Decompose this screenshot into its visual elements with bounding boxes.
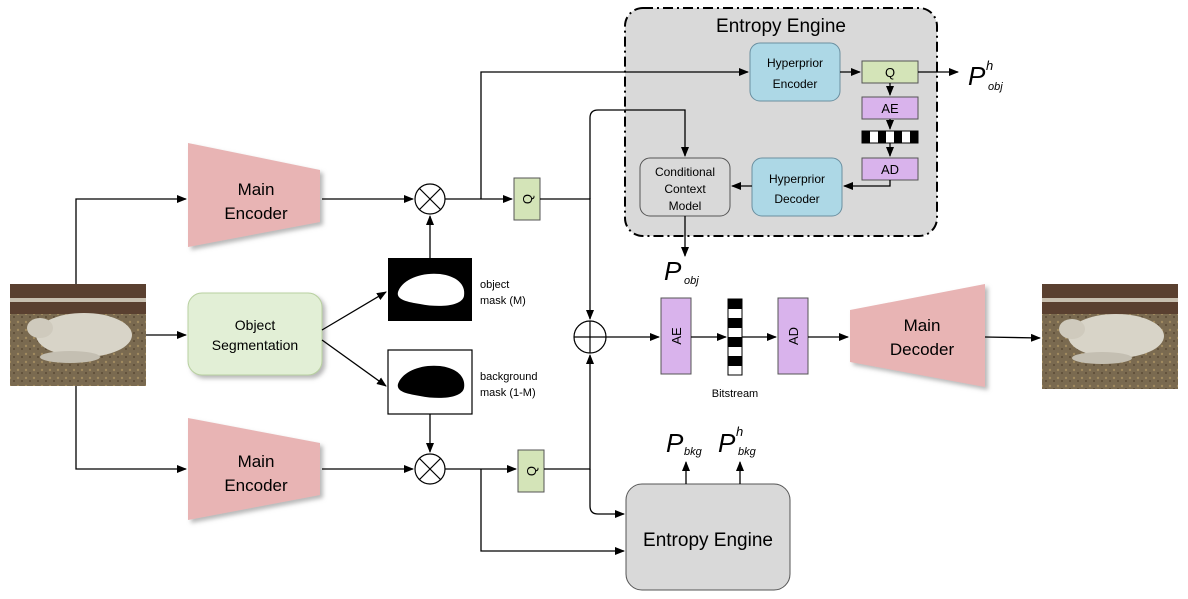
ad-main-box [777, 297, 809, 375]
main-encoder-top-line1: Main [238, 180, 275, 199]
context-model-line2: Context [664, 182, 706, 196]
svg-text:P: P [666, 428, 684, 458]
background-mask-label-line2: mask (1-M) [480, 387, 536, 399]
svg-text:P: P [664, 256, 682, 286]
background-mask-label-line1: background [480, 371, 538, 383]
svg-text:h: h [736, 424, 743, 439]
p-bkg-h-label: P h bkg [718, 424, 757, 458]
svg-text:obj: obj [684, 275, 699, 287]
multiply-node-bottom [414, 453, 446, 485]
main-encoder-top [188, 143, 320, 247]
object-mask-label-line2: mask (M) [480, 295, 526, 307]
p-obj-label: P obj [664, 256, 699, 287]
hyperprior-decoder-line1: Hyperprior [769, 172, 825, 186]
hyperprior-decoder-line2: Decoder [774, 192, 819, 206]
object-segmentation-box [187, 292, 323, 376]
output-image [1042, 284, 1178, 389]
object-segmentation-line1: Object [235, 317, 276, 333]
main-bitstream [727, 298, 743, 376]
object-mask-label-line1: object [480, 279, 509, 291]
main-decoder-line2: Decoder [890, 340, 955, 359]
main-encoder-bottom-line1: Main [238, 452, 275, 471]
main-encoder-top-line2: Encoder [224, 204, 288, 223]
quantizer-top-label: Q [520, 194, 535, 204]
hyperprior-encoder-box [749, 42, 841, 102]
bitstream-label: Bitstream [712, 388, 758, 400]
quantizer-bottom-box [517, 449, 545, 493]
add-node [573, 320, 607, 354]
main-encoder-bottom-line2: Encoder [224, 476, 288, 495]
multiply-node-top [414, 183, 446, 215]
svg-text:h: h [986, 58, 993, 73]
svg-text:obj: obj [988, 81, 1003, 93]
main-decoder [850, 284, 985, 387]
ad-main-label: AD [786, 327, 801, 345]
p-bkg-label: P bkg [666, 428, 703, 458]
entropy-engine-bottom-box [625, 483, 791, 591]
background-mask-image [387, 349, 473, 415]
main-decoder-line1: Main [904, 316, 941, 335]
svg-text:P: P [718, 428, 736, 458]
ae-main-box [660, 297, 692, 375]
connections [75, 68, 1041, 555]
ad-hyper-label: AD [881, 162, 899, 177]
svg-text:P: P [968, 61, 986, 91]
svg-text:bkg: bkg [684, 446, 703, 458]
svg-text:bkg: bkg [738, 446, 757, 458]
hyper-bitstream [861, 130, 919, 144]
quantizer-top-box [513, 177, 541, 221]
input-image [10, 284, 146, 386]
hyperprior-encoder-line1: Hyperprior [767, 56, 823, 70]
hyperprior-decoder-box [751, 157, 843, 217]
ae-hyper-label: AE [881, 101, 899, 116]
object-segmentation-line2: Segmentation [212, 337, 298, 353]
entropy-engine-top-title: Entropy Engine [716, 16, 846, 37]
main-encoder-bottom [188, 418, 320, 520]
quantizer-hyper-label: Q [885, 65, 895, 80]
p-obj-h-label: P h obj [968, 58, 1003, 93]
entropy-engine-bottom-title: Entropy Engine [643, 530, 773, 551]
quantizer-bottom-label: Q [524, 466, 539, 476]
ae-main-label: AE [669, 327, 684, 345]
object-mask-image [388, 258, 472, 321]
context-model-line3: Model [669, 199, 702, 213]
context-model-line1: Conditional [655, 165, 715, 179]
hyperprior-encoder-line2: Encoder [773, 77, 818, 91]
